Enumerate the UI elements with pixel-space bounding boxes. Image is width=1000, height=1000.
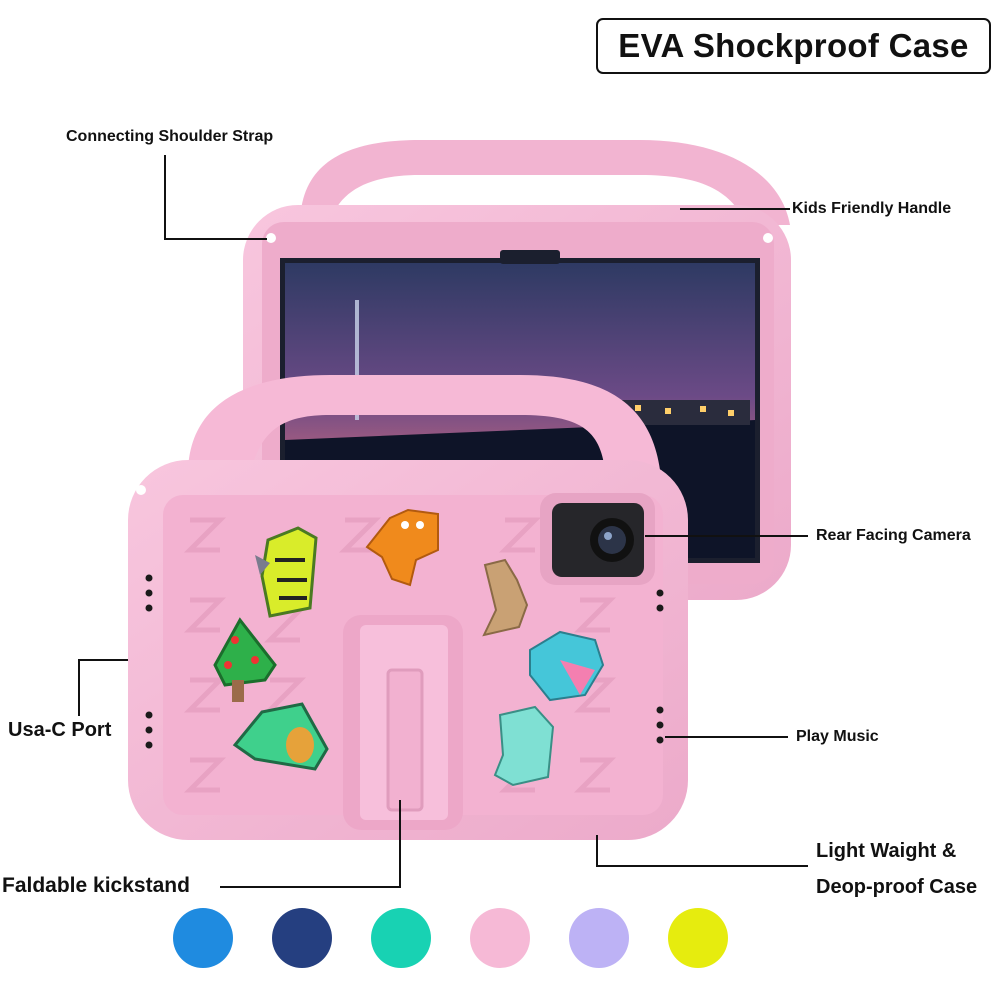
callout-shoulder-strap: Connecting Shoulder Strap (66, 128, 274, 145)
front-case (128, 375, 688, 840)
port-leader (78, 659, 128, 716)
kickstand-leader (220, 800, 401, 888)
sticker-tree (213, 617, 277, 702)
sticker-zebra (255, 526, 318, 618)
strap-leader (164, 155, 267, 240)
color-swatch-yellow[interactable] (668, 908, 728, 968)
sticker-bird (529, 630, 605, 702)
callout-camera: Rear Facing Camera (816, 527, 971, 544)
callout-port: Usa-C Port (8, 719, 112, 741)
page-title: EVA Shockproof Case (596, 18, 991, 74)
color-swatch-teal[interactable] (371, 908, 431, 968)
color-swatch-pink[interactable] (470, 908, 530, 968)
sticker-fox (365, 508, 439, 587)
sticker-kangaroo (482, 558, 529, 637)
sticker-instrument (232, 702, 329, 771)
speaker-holes-right (656, 589, 664, 744)
color-swatch-lavender[interactable] (569, 908, 629, 968)
callout-music: Play Music (796, 728, 879, 745)
color-swatch-navy[interactable] (272, 908, 332, 968)
lightweight-leader (596, 835, 808, 867)
kickstand (343, 615, 463, 830)
callout-kickstand: Faldable kickstand (2, 874, 190, 897)
camera-module (540, 493, 655, 585)
callout-handle: Kids Friendly Handle (792, 200, 952, 217)
callout-lightweight-line1: Light Waight & (816, 840, 957, 862)
speaker-holes-left (145, 574, 153, 749)
sticker-elephant (493, 705, 555, 787)
color-swatch-blue[interactable] (173, 908, 233, 968)
callout-lightweight-line2: Deop-proof Case (816, 876, 978, 898)
callout-lines (78, 155, 808, 888)
